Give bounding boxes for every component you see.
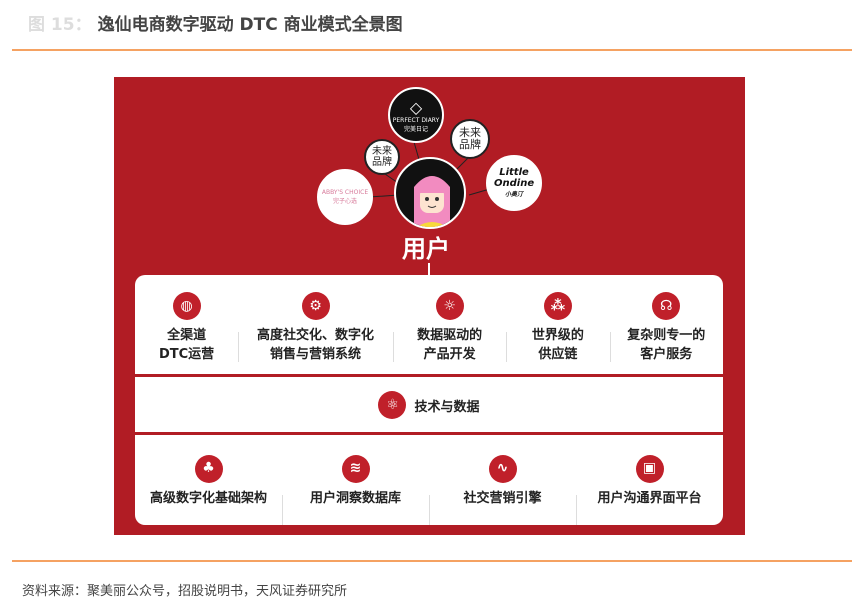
figure-title: 图 15：逸仙电商数字驱动 DTC 商业模式全景图 <box>28 10 403 35</box>
share-graph-icon: ∿ <box>488 454 517 483</box>
capability-line1: 数据驱动的 <box>417 328 483 343</box>
capability-social-sales: ⚙ 高度社交化、数字化销售与营销系统 <box>238 292 393 364</box>
capability-supply-chain: ⁂ 世界级的供应链 <box>506 292 609 364</box>
brand-abbys-choice: ABBY'S CHOICE 完子心选 <box>317 169 373 225</box>
source-note: 资料来源：聚美丽公众号，招股说明书，天风证券研究所 <box>22 584 348 599</box>
foundation-label: 用户沟通界面平台 <box>597 490 702 506</box>
user-label: 用户 <box>402 235 450 263</box>
girl-avatar-icon <box>414 176 450 227</box>
atom-icon: ⚛ <box>378 391 407 419</box>
lightbulb-icon: ☼ <box>435 292 464 320</box>
foundation-communication-platform: ▣ 用户沟通界面平台 <box>576 454 723 525</box>
capability-product-dev: ☼ 数据驱动的产品开发 <box>392 292 506 364</box>
brand-name: ABBY'S CHOICE <box>321 189 369 196</box>
foundation-row: ♣ 高级数字化基础架构 ≋ 用户洞察数据库 ∿ 社交营销引擎 ▣ 用户沟通界面平台 <box>135 445 723 525</box>
capability-line2: 产品开发 <box>423 347 476 362</box>
header-divider <box>12 49 852 51</box>
gear-icon: ⚙ <box>301 292 330 320</box>
capability-line2: DTC运营 <box>158 347 215 362</box>
title-text: 逸仙电商数字驱动 DTC 商业模式全景图 <box>97 15 403 35</box>
brand-sub: 完美日记 <box>403 125 428 133</box>
foundation-label: 用户洞察数据库 <box>309 490 401 506</box>
network-icon: ⁂ <box>543 292 572 320</box>
diamond-logo-icon: ◇ <box>409 97 423 117</box>
capability-line2: 客户服务 <box>640 347 693 362</box>
brand-little-ondine: Little Ondine 小奥汀 <box>486 155 542 211</box>
brand-perfect-diary: ◇ PERFECT DIARY 完美日记 <box>388 87 444 143</box>
capability-line1: 全渠道 <box>167 328 207 343</box>
divider <box>135 432 723 435</box>
capability-line2: 供应链 <box>538 347 578 362</box>
tech-data-label: 技术与数据 <box>414 399 480 415</box>
tech-data-row: ⚛ 技术与数据 <box>135 377 723 433</box>
capability-line1: 复杂则专一的 <box>627 328 706 343</box>
foundation-label: 高级数字化基础架构 <box>149 490 267 506</box>
hierarchy-icon: ♣ <box>194 454 223 483</box>
capability-line2: 销售与营销系统 <box>270 347 362 362</box>
headset-icon: ☊ <box>652 292 681 320</box>
brand-name: Little Ondine <box>494 166 535 189</box>
layers-icon: ≋ <box>341 454 370 483</box>
divider <box>135 374 723 377</box>
brand-sub: 小奥汀 <box>504 190 523 198</box>
capability-box: ◍ 全渠道 DTC运营 ⚙ 高度社交化、数字化销售与营销系统 ☼ 数据驱动的产品开发 ⁂… <box>135 275 723 525</box>
foundation-social-engine: ∿ 社交营销引擎 <box>429 454 576 525</box>
brand-sub: 完子心选 <box>332 198 357 205</box>
monitor-user-icon: ▣ <box>635 454 664 483</box>
user-avatar <box>394 157 466 229</box>
foundation-insight-db: ≋ 用户洞察数据库 <box>282 454 429 525</box>
capabilities-row: ◍ 全渠道 DTC运营 ⚙ 高度社交化、数字化销售与营销系统 ☼ 数据驱动的产品开发 ⁂… <box>135 285 723 371</box>
globe-icon: ◍ <box>172 292 201 320</box>
foundation-label: 社交营销引擎 <box>463 490 542 506</box>
capability-customer-service: ☊ 复杂则专一的客户服务 <box>609 292 723 364</box>
capability-line1: 世界级的 <box>531 328 584 343</box>
brand-name: 未来品牌 <box>372 146 392 168</box>
dtc-model-diagram: ◇ PERFECT DIARY 完美日记 未来品牌 未来品牌 ABBY'S CH… <box>114 77 745 535</box>
brand-name: 未来品牌 <box>459 126 481 151</box>
figure-number: 图 15： <box>28 15 92 35</box>
capability-omnichannel: ◍ 全渠道 DTC运营 <box>135 292 238 364</box>
user-connector <box>428 263 430 275</box>
foundation-infrastructure: ♣ 高级数字化基础架构 <box>135 454 282 508</box>
footer-divider <box>12 560 852 562</box>
brand-future-right: 未来品牌 <box>450 119 490 159</box>
capability-line1: 高度社交化、数字化 <box>257 328 375 343</box>
brand-name: PERFECT DIARY <box>392 116 440 124</box>
brand-future-left: 未来品牌 <box>364 139 400 175</box>
